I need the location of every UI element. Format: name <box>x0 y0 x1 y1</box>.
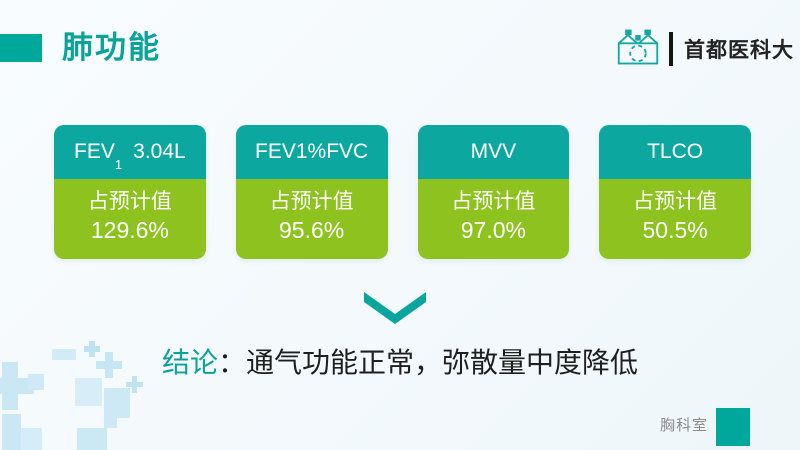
metric-card: FEV 1 3.04L 占预计值 129.6% <box>54 125 206 259</box>
metric-name: FEV1%FVC <box>255 140 369 163</box>
metric-card-body: 占预计值 50.5% <box>599 179 751 259</box>
metric-label: 占预计值 <box>87 190 172 213</box>
metric-card: TLCO 占预计值 50.5% <box>599 125 751 259</box>
metric-label: 占预计值 <box>633 190 718 213</box>
metric-percent-value: 129.6% <box>90 217 169 243</box>
metric-card-title: FEV1%FVC <box>235 125 388 179</box>
metric-card: MVV 占预计值 97.0% <box>417 125 570 259</box>
metric-name-subscript: 1 <box>114 157 123 172</box>
metric-card-body: 占预计值 129.6% <box>54 179 206 259</box>
hospital-building-icon <box>616 27 660 72</box>
metric-name: MVV <box>470 140 517 163</box>
brand-divider <box>669 32 673 66</box>
chevron-down-icon <box>362 290 428 324</box>
department-label: 胸科室 <box>659 416 708 434</box>
metric-card: FEV1%FVC 占预计值 95.6% <box>235 125 388 259</box>
metric-card-title: FEV 1 3.04L <box>54 125 206 179</box>
metric-percent-value: 50.5% <box>642 217 708 243</box>
metric-card-body: 占预计值 95.6% <box>235 179 388 259</box>
metric-card-title: TLCO <box>599 125 751 179</box>
conclusion-body: ：通气功能正常，弥散量中度降低 <box>218 347 639 378</box>
metric-name: FEV <box>74 140 115 163</box>
metric-card-body: 占预计值 97.0% <box>417 179 570 259</box>
brand-logo: 首都医科大 <box>616 28 794 70</box>
metric-percent-value: 97.0% <box>460 217 526 243</box>
footer-accent-square <box>716 408 750 446</box>
title-accent-block <box>0 34 42 62</box>
metric-card-title: MVV <box>417 125 570 179</box>
metric-percent-value: 95.6% <box>279 217 345 243</box>
metric-measured-value: 3.04L <box>133 140 186 163</box>
conclusion-text: 结论：通气功能正常，弥散量中度降低 <box>0 344 800 382</box>
metric-cards-row: FEV 1 3.04L 占预计值 129.6% FEV1%FVC 占预计值 95… <box>54 125 751 259</box>
page-title: 肺功能 <box>62 30 161 65</box>
footer: 胸科室 <box>660 408 750 446</box>
brand-name: 首都医科大 <box>684 39 794 62</box>
metric-name: TLCO <box>647 140 704 163</box>
metric-label: 占预计值 <box>269 190 354 213</box>
conclusion-prefix: 结论 <box>161 347 218 378</box>
metric-label: 占预计值 <box>451 190 536 213</box>
